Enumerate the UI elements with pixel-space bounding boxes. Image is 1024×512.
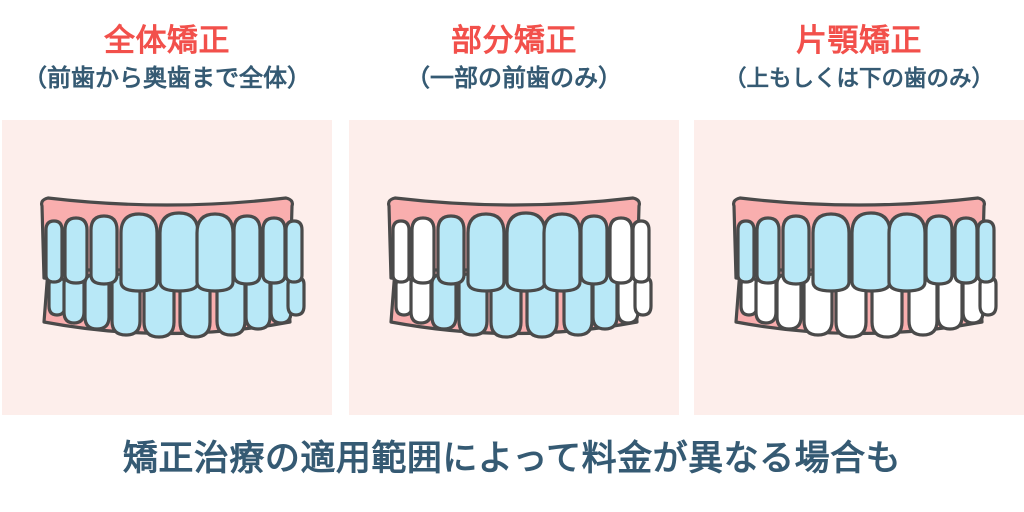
card-subtitle: （一部の前歯のみ）: [406, 65, 622, 92]
card-title: 片顎矯正: [796, 23, 922, 58]
upper-teeth-row: [44, 211, 304, 293]
upper-teeth-row: [391, 211, 651, 293]
card-heading: 部分矯正 （一部の前歯のみ）: [349, 0, 679, 95]
card-title: 部分矯正: [451, 23, 577, 58]
dental-arch-illustration-single-jaw: [694, 120, 1024, 415]
dental-arch-illustration-full: [2, 120, 332, 415]
upper-teeth-row: [736, 211, 996, 293]
footer-caption: 矯正治療の適用範囲によって料金が異なる場合も: [122, 439, 902, 478]
card-subtitle: （上もしくは下の歯のみ）: [723, 66, 994, 91]
treatment-card-single-jaw: 片顎矯正 （上もしくは下の歯のみ）: [694, 0, 1024, 512]
treatment-card-partial: 部分矯正 （一部の前歯のみ）: [349, 0, 679, 512]
card-title: 全体矯正: [104, 23, 230, 58]
treatment-card-full: 全体矯正 （前歯から奥歯まで全体）: [2, 0, 332, 512]
dental-arch-illustration-partial: [349, 120, 679, 415]
card-heading: 片顎矯正 （上もしくは下の歯のみ）: [694, 0, 1024, 95]
card-subtitle: （前歯から奥歯まで全体）: [23, 65, 311, 92]
card-heading: 全体矯正 （前歯から奥歯まで全体）: [2, 0, 332, 95]
